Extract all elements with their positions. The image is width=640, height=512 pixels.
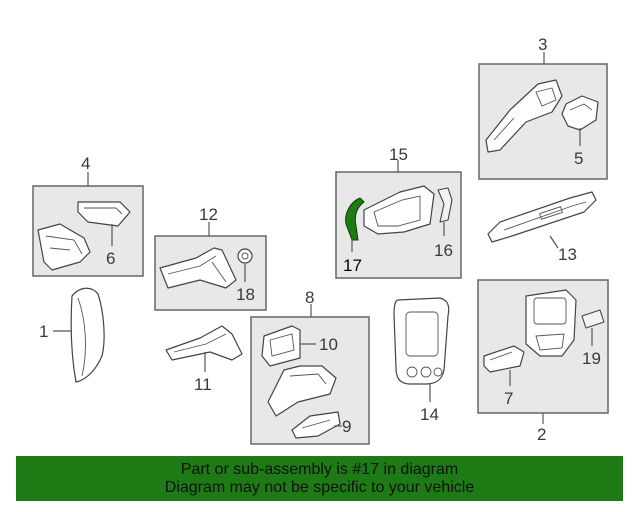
part-12-panel[interactable] bbox=[159, 247, 237, 289]
callout-10: 10 bbox=[319, 335, 338, 354]
part-9[interactable] bbox=[291, 411, 341, 439]
part-5[interactable] bbox=[561, 95, 599, 131]
callout-9: 9 bbox=[342, 417, 351, 436]
part-16[interactable] bbox=[437, 187, 453, 223]
part-17-highlighted[interactable] bbox=[345, 197, 365, 241]
callout-11: 11 bbox=[194, 375, 212, 394]
callout-1: 1 bbox=[39, 322, 48, 341]
callout-7: 7 bbox=[504, 389, 513, 408]
part-19[interactable] bbox=[581, 309, 605, 329]
part-3-pillar[interactable] bbox=[485, 79, 563, 153]
callout-5: 5 bbox=[574, 149, 583, 168]
part-1[interactable] bbox=[70, 287, 105, 383]
callout-13: 13 bbox=[558, 245, 577, 264]
notice-banner: Part or sub-assembly is #17 in diagram D… bbox=[16, 456, 623, 501]
callout-19: 19 bbox=[582, 349, 601, 368]
part-4-trim[interactable] bbox=[37, 223, 91, 271]
part-13[interactable] bbox=[487, 191, 597, 243]
part-18[interactable] bbox=[237, 248, 253, 264]
banner-line-2: Diagram may not be specific to your vehi… bbox=[164, 478, 475, 496]
part-2-panel[interactable] bbox=[525, 289, 577, 357]
callout-18: 18 bbox=[236, 285, 255, 304]
part-14[interactable] bbox=[393, 297, 450, 385]
part-15-bezel[interactable] bbox=[363, 185, 435, 235]
callout-8: 8 bbox=[305, 288, 314, 307]
parts-diagram: 1 6 4 18 12 11 10 bbox=[32, 35, 609, 445]
callout-17: 17 bbox=[343, 256, 362, 275]
part-10[interactable] bbox=[261, 325, 301, 367]
banner-line-1: Part or sub-assembly is #17 in diagram bbox=[180, 460, 459, 478]
part-11[interactable] bbox=[165, 325, 243, 361]
callout-15: 15 bbox=[389, 145, 408, 164]
callout-3: 3 bbox=[538, 35, 547, 54]
callout-6: 6 bbox=[106, 249, 115, 268]
part-7[interactable] bbox=[483, 345, 525, 373]
callout-4: 4 bbox=[81, 154, 90, 173]
callout-2: 2 bbox=[537, 425, 546, 444]
callout-12: 12 bbox=[199, 205, 218, 224]
callout-16: 16 bbox=[434, 241, 453, 260]
part-6[interactable] bbox=[77, 201, 131, 227]
callout-14: 14 bbox=[420, 405, 439, 424]
part-8-console[interactable] bbox=[267, 365, 337, 417]
